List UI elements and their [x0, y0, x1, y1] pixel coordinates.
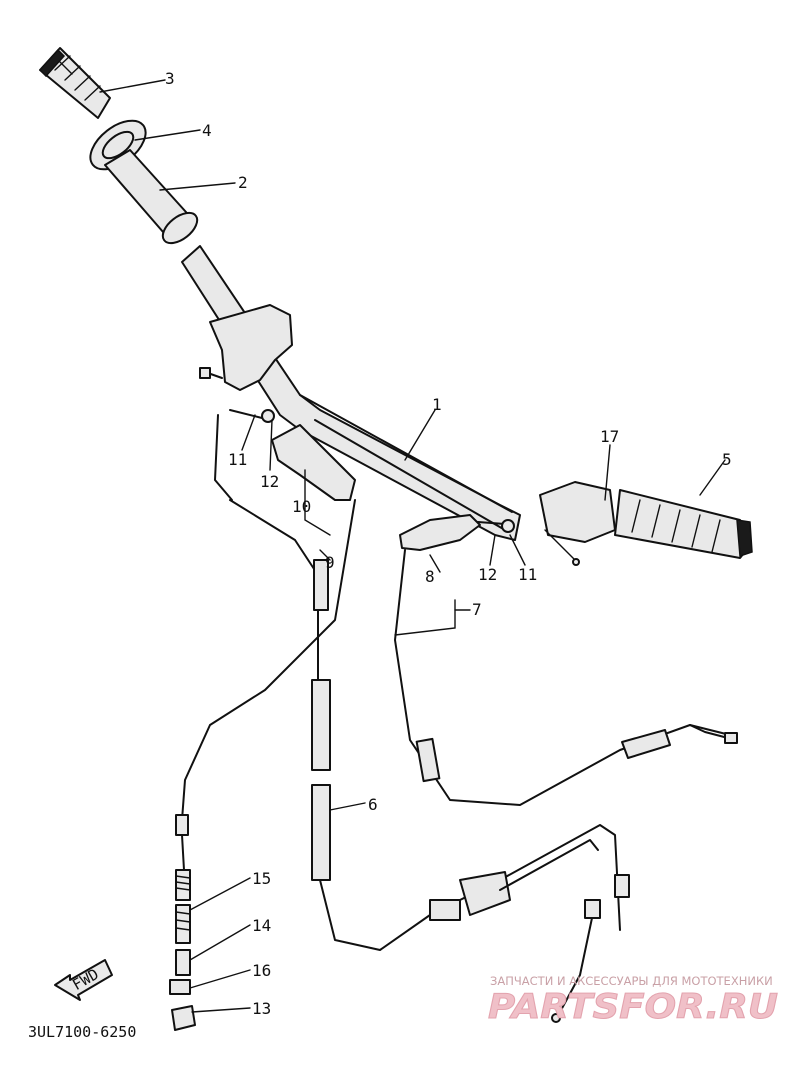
watermark-brand: PARTSFOR.RU: [488, 987, 778, 1027]
clutch-adjuster: [169, 869, 196, 1031]
throttle-cable: [229, 499, 630, 1023]
label-12-right: 12: [478, 565, 497, 584]
diagram-code: 3UL7100-6250: [28, 1023, 136, 1041]
label-14: 14: [252, 916, 271, 935]
left-grip: [38, 47, 111, 119]
callout-labels: 3 4 2 1 17 5 11 12 10 9 8 12 11 7 6 15 1…: [165, 69, 732, 1018]
left-lever: [271, 424, 356, 501]
label-15: 15: [252, 869, 271, 888]
throttle-tube: [104, 149, 199, 245]
label-10: 10: [292, 497, 311, 516]
label-11-left: 11: [228, 450, 247, 469]
fwd-arrow: FWD: [54, 959, 113, 1001]
watermark: ЗАПЧАСТИ И АКСЕССУАРЫ ДЛЯ МОТОТЕХНИКИ PA…: [488, 974, 779, 1028]
handlebar: [181, 245, 521, 541]
watermark-tagline: ЗАПЧАСТИ И АКСЕССУАРЫ ДЛЯ МОТОТЕХНИКИ: [490, 974, 773, 988]
label-9: 9: [325, 553, 335, 572]
lever-holder: [539, 481, 616, 543]
label-17: 17: [600, 427, 619, 446]
label-1: 1: [432, 395, 442, 414]
leader-lines: [99, 79, 726, 1013]
brake-cable: [394, 549, 738, 806]
label-5: 5: [722, 450, 732, 469]
label-13: 13: [252, 999, 271, 1018]
label-2: 2: [238, 173, 248, 192]
right-grip: [614, 489, 753, 559]
lever-bolts: [229, 409, 580, 566]
label-12-left: 12: [260, 472, 279, 491]
label-16: 16: [252, 961, 271, 980]
label-4: 4: [202, 121, 212, 140]
right-lever: [399, 514, 481, 551]
label-6: 6: [368, 795, 378, 814]
label-11-right: 11: [518, 565, 537, 584]
label-7: 7: [472, 600, 482, 619]
label-8: 8: [425, 567, 435, 586]
label-3: 3: [165, 69, 175, 88]
clutch-cable: [175, 414, 356, 871]
